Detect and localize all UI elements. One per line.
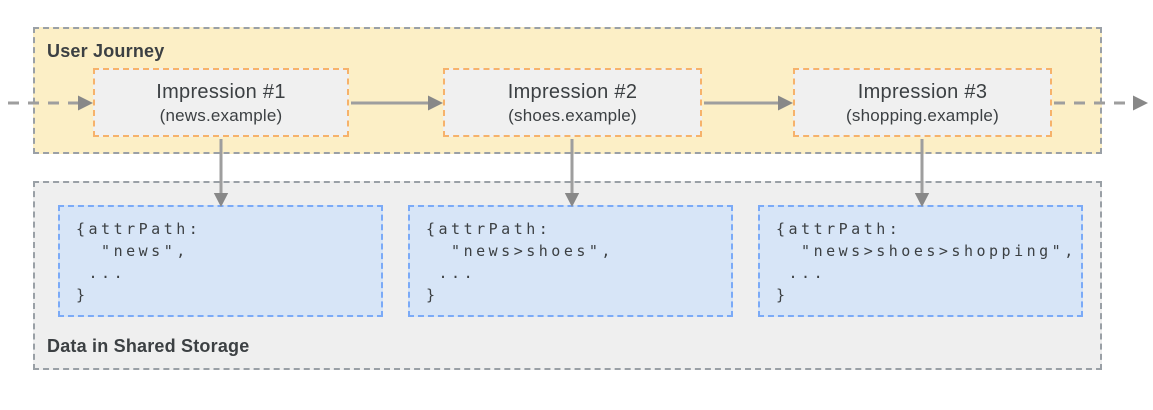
impression-2-box: Impression #2 (shoes.example): [443, 68, 702, 137]
impression-1-domain: (news.example): [159, 105, 283, 125]
user-journey-label: User Journey: [47, 41, 165, 61]
impression-3-domain: (shopping.example): [846, 105, 999, 125]
shared-storage-label: Data in Shared Storage: [47, 336, 250, 356]
shared-storage-entry-3: {attrPath: "news>shoes>shopping", ... }: [758, 205, 1083, 317]
impression-3-box: Impression #3 (shopping.example): [793, 68, 1052, 137]
impression-2-title: Impression #2: [507, 80, 638, 103]
impression-2-domain: (shoes.example): [508, 105, 637, 125]
shared-storage-entry-2: {attrPath: "news>shoes", ... }: [408, 205, 733, 317]
impression-1-box: Impression #1 (news.example): [93, 68, 349, 137]
impression-1-title: Impression #1: [156, 80, 286, 103]
shared-storage-entry-1: {attrPath: "news", ... }: [58, 205, 383, 317]
impression-3-title: Impression #3: [857, 80, 988, 103]
